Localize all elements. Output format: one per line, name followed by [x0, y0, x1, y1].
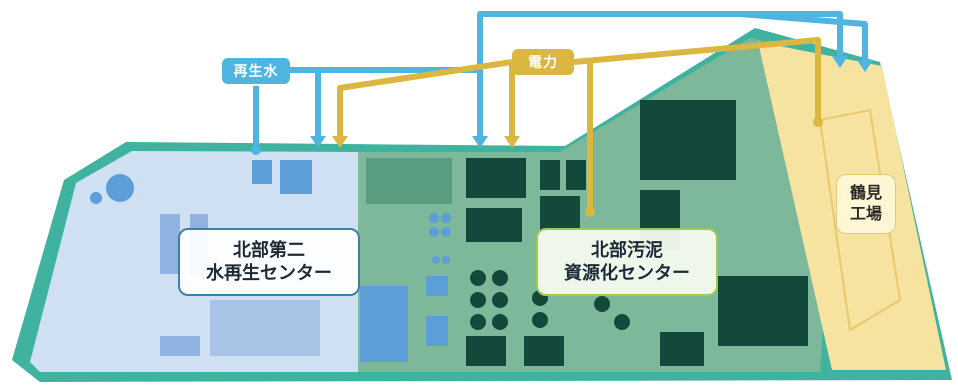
reclaimed-water-label: 再生水 — [233, 64, 279, 80]
water-center-label-line1: 北部第二 — [233, 239, 305, 261]
electricity-tag: 電力 — [512, 49, 574, 75]
tsurumi-building-outline — [818, 108, 902, 332]
tsurumi-plant-label-line2: 工場 — [849, 204, 882, 223]
sludge-center-label-line1: 北部汚泥 — [591, 239, 663, 261]
reclaimed-water-tag: 再生水 — [222, 58, 290, 84]
electricity-label: 電力 — [528, 55, 558, 71]
reclaimed-water-flow — [253, 11, 868, 150]
electricity-flow — [337, 37, 821, 210]
sludge-center-label: 北部汚泥 資源化センター — [536, 228, 718, 296]
tsurumi-plant-label: 鶴見 工場 — [836, 174, 896, 234]
sludge-center-label-line2: 資源化センター — [564, 263, 690, 284]
water-center-label: 北部第二 水再生センター — [178, 228, 360, 296]
water-center-label-line2: 水再生センター — [206, 263, 332, 284]
sludge-center-facilities — [366, 100, 808, 366]
flow-arrowheads — [251, 56, 873, 217]
tsurumi-plant-label-line1: 鶴見 — [849, 183, 882, 203]
